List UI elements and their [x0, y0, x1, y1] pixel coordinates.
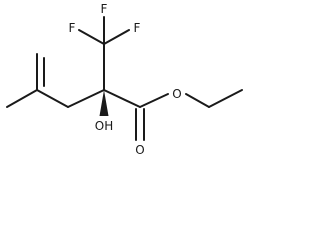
bond-ch2-to-alkene-c: [36, 89, 69, 108]
fluorine-left-label: F: [69, 21, 76, 35]
bond-ethyl-ch2-to-ch3: [208, 89, 243, 108]
wedge-bond-to-hydroxyl: [99, 90, 109, 116]
carbonyl-oxygen-label: O: [135, 143, 144, 157]
ester-oxygen-label: O: [172, 87, 181, 101]
molecule-structure: F F F OH O O: [6, 2, 243, 157]
bond-cf3-c-to-f-left: [78, 29, 105, 45]
bond-quaternary-c-to-carbonyl-c: [103, 89, 141, 108]
bond-ester-o-to-ch2: [185, 93, 210, 108]
bond-alkene-c-to-methyl: [6, 89, 38, 108]
bond-quaternary-c-to-ch2: [67, 89, 105, 108]
bond-carbonyl-c-to-ester-o: [139, 93, 169, 108]
fluorine-top-label: F: [101, 2, 108, 16]
fluorine-right-label: F: [134, 21, 141, 35]
bond-cf3-c-to-f-right: [103, 29, 130, 45]
hydroxyl-label: OH: [95, 119, 113, 133]
